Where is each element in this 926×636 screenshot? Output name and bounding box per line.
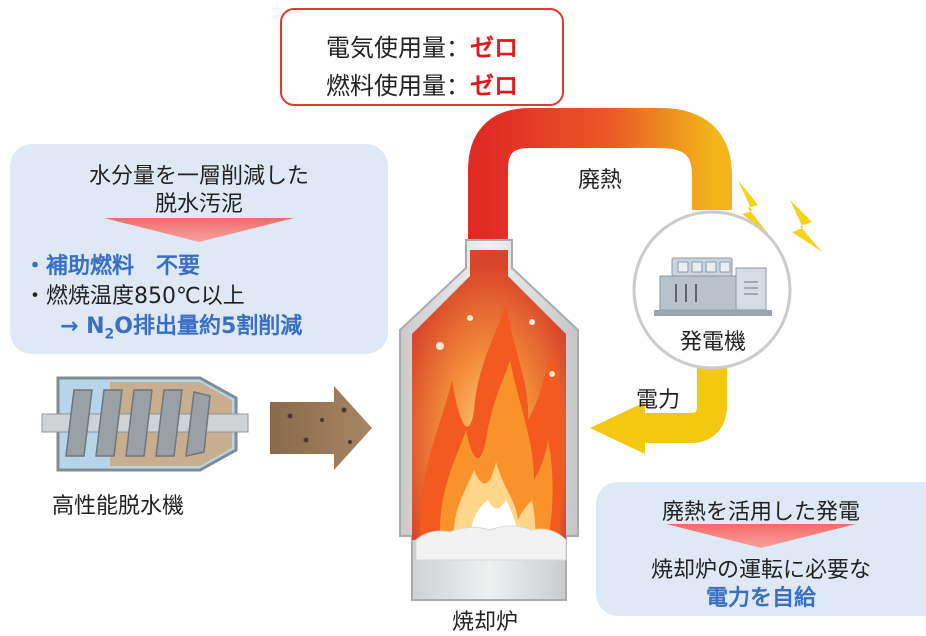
incinerator-furnace [399,239,579,601]
zero-usage-summary-box: 電気使用量：ゼロ 燃料使用量：ゼロ [280,8,564,106]
n2o-subscript: 2 [104,326,115,343]
incinerator-label: 焼却炉 [452,610,519,635]
fuel-usage-line: 燃料使用量：ゼロ [282,66,562,101]
electric-power-label: 電力 [636,388,681,413]
electricity-usage-value: ゼロ [470,34,518,62]
power-panel-title: 廃熱を活用した発電 [661,500,860,525]
dewatering-machine-icon [41,376,249,472]
down-triangle-icon [666,524,856,548]
electricity-usage-label: 電気使用量： [326,34,470,62]
sludge-transfer-arrow [270,386,372,470]
generator-icon [654,257,772,316]
waste-heat-label: 廃熱 [578,168,623,193]
sludge-info-panel: 水分量を一層削減した 脱水汚泥 ・補助燃料 不要 ・燃焼温度850℃以上 → N… [10,144,388,354]
aux-fuel-bullet: ・補助燃料 不要 [24,254,201,279]
generator-label: 発電機 [680,330,747,355]
lightning-bolt-icon [738,180,770,236]
electricity-usage-line: 電気使用量：ゼロ [282,28,562,63]
lightning-bolt-icon [790,200,822,252]
fuel-usage-label: 燃料使用量： [326,72,470,100]
n2o-reduction-line: → N2O排出量約5割削減 [60,308,302,342]
n2o-suffix: O排出量約5割削減 [114,314,303,339]
dewatering-machine-label: 高性能脱水機 [52,494,185,519]
fuel-usage-value: ゼロ [470,72,518,100]
down-triangle-icon [104,218,294,242]
n2o-prefix: → N [60,314,105,339]
power-return-pipe [640,360,727,443]
power-panel-line1: 焼却炉の運転に必要な [650,558,871,583]
combustion-temp-bullet: ・燃焼温度850℃以上 [24,284,245,309]
sludge-title-line1: 水分量を一層削減した [88,164,309,189]
power-arrow-head [590,402,645,454]
waste-heat-pipe [468,108,732,250]
power-info-panel: 廃熱を活用した発電 焼却炉の運転に必要な 電力を自給 [596,482,926,616]
power-panel-line2: 電力を自給 [705,586,816,611]
sludge-title-line2: 脱水汚泥 [154,192,243,217]
